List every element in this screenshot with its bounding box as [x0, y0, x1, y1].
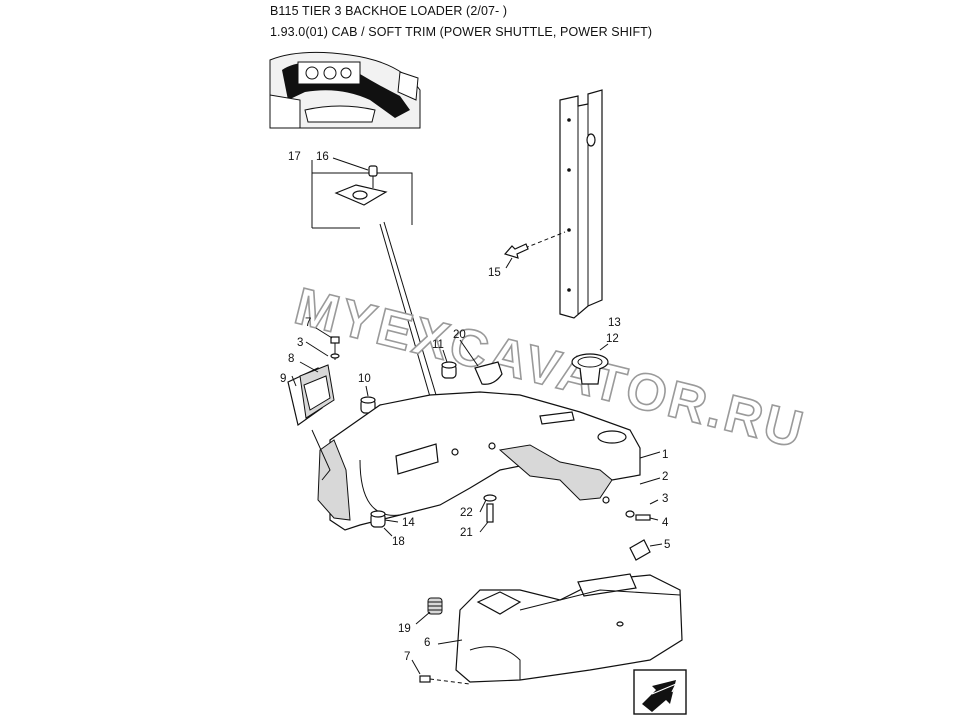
part-8-9-panels: [287, 361, 335, 427]
callout-5: 5: [664, 539, 670, 551]
part-5-knob: [629, 539, 663, 561]
callout-13: 13: [608, 317, 621, 329]
part-20-knob: [459, 339, 503, 385]
callout-14: 14: [402, 517, 415, 529]
callout-3-right: 3: [662, 493, 668, 505]
callout-8: 8: [288, 353, 294, 365]
callout-4: 4: [662, 517, 669, 529]
part-13-bracket: [559, 89, 603, 319]
page-subtitle: 1.93.0(01) CAB / SOFT TRIM (POWER SHUTTL…: [270, 25, 653, 39]
callout-21: 21: [460, 527, 473, 539]
callout-10: 10: [358, 373, 371, 385]
location-inset: [269, 48, 421, 129]
callout-18: 18: [392, 536, 405, 548]
callout-7-upper: 7: [305, 317, 311, 329]
page-title: B115 TIER 3 BACKHOE LOADER (2/07- ): [270, 4, 508, 18]
callout-16: 16: [316, 151, 329, 163]
part-3-4-screw: [625, 499, 659, 521]
part-7-screw-lower: [411, 659, 471, 685]
callout-6: 6: [424, 637, 430, 649]
callout-3-upper: 3: [297, 337, 303, 349]
callout-1: 1: [662, 449, 668, 461]
callout-2: 2: [662, 471, 668, 483]
callout-15: 15: [488, 267, 501, 279]
part-10-grommet: [360, 385, 376, 414]
callout-9: 9: [280, 373, 286, 385]
part-1-console-frame: [311, 391, 661, 531]
part-12-clip: [571, 343, 609, 385]
part-15-screw: [503, 231, 566, 269]
callout-11: 11: [432, 339, 444, 351]
part-21-22-bolt: [479, 494, 497, 533]
part-19-coil: [415, 597, 443, 625]
callout-20: 20: [453, 329, 466, 341]
part-6-console-cover: [437, 573, 683, 683]
part-14-18-bushing: [370, 510, 399, 537]
arrow-down-left-icon[interactable]: [633, 669, 687, 715]
callout-22: 22: [460, 507, 473, 519]
callout-17: 17: [288, 151, 301, 163]
part-11-grommet: [441, 349, 457, 379]
callout-12: 12: [606, 333, 619, 345]
callout-19: 19: [398, 623, 411, 635]
part-7-bolt-upper: [305, 327, 340, 360]
callout-7-lower: 7: [404, 651, 410, 663]
